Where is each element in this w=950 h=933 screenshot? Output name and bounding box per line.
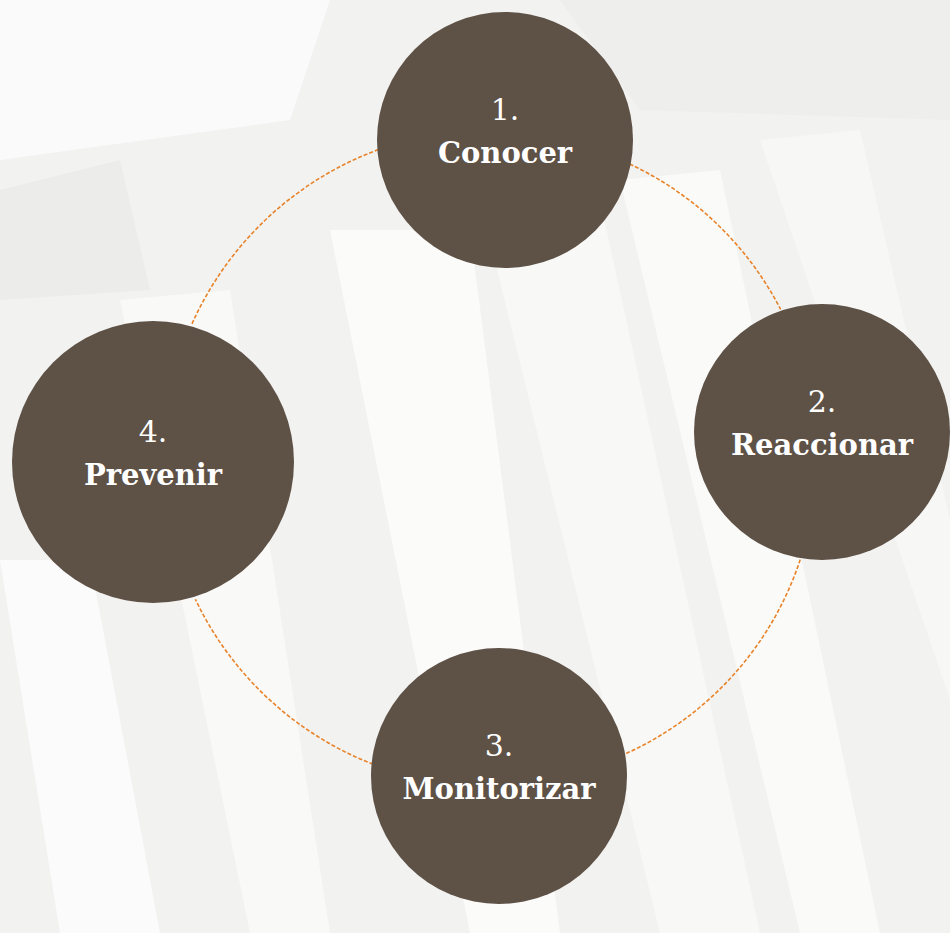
circle-fill [371,648,627,904]
step-label: Conocer [438,132,572,174]
circle-fill [12,321,294,603]
step-circle: 1.Conocer [377,12,633,268]
circle-fill [694,304,950,560]
step-circle: 3.Monitorizar [371,648,627,904]
dashed-connector [195,599,373,764]
step-number: 4. [139,410,168,454]
step-number: 1. [491,88,520,132]
step-number: 2. [808,380,837,424]
step-number: 3. [485,724,514,768]
dashed-connector [192,149,379,323]
circle-fill [377,12,633,268]
step-label: Reaccionar [731,424,913,466]
step-label: Prevenir [84,454,222,496]
step-circle: 2.Reaccionar [694,304,950,560]
dashed-connector [630,164,781,309]
dashed-connector [624,560,800,755]
step-label: Monitorizar [402,768,595,810]
step-circle: 4.Prevenir [12,321,294,603]
